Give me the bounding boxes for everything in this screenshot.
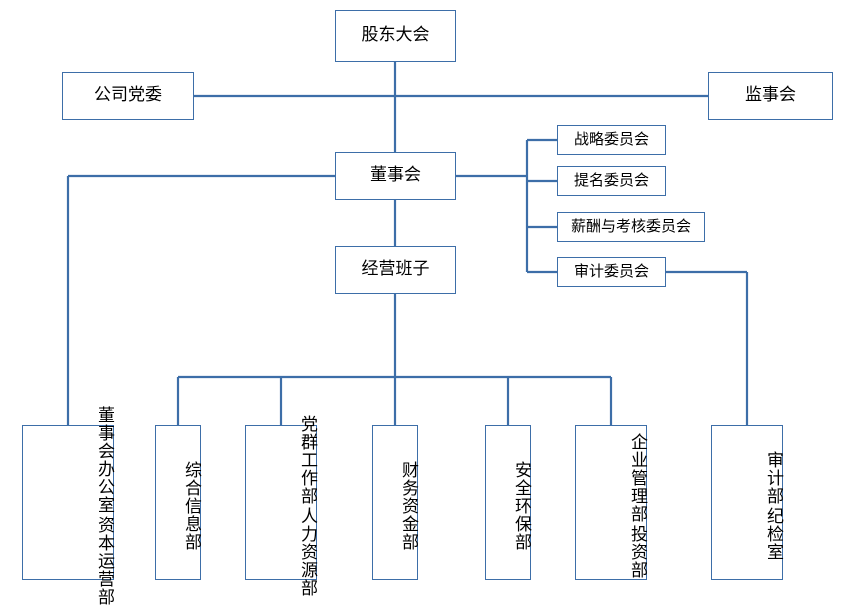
node-shareholders[interactable]: 股东大会 xyxy=(335,10,456,62)
node-committee-audit[interactable]: 审计委员会 xyxy=(557,257,666,287)
node-dept-finance-label: 财务资金部 xyxy=(398,460,418,551)
node-dept-enterprise-mgmt-investment[interactable]: 企业管理部 投资部 xyxy=(575,425,647,580)
node-dept-general-info[interactable]: 综合信息部 xyxy=(155,425,201,580)
node-dept-hr-label: 人力资源部 xyxy=(297,506,317,597)
node-committee-compensation[interactable]: 薪酬与考核委员会 xyxy=(557,212,705,242)
node-committee-audit-label: 审计委员会 xyxy=(573,262,649,281)
node-management-label: 经营班子 xyxy=(361,259,430,280)
node-dept-party-work-hr[interactable]: 党群工作部 人力资源部 xyxy=(245,415,317,597)
node-dept-audit-discipline[interactable]: 审计部 纪检室 xyxy=(711,425,783,580)
org-chart-canvas: 股东大会 公司党委 监事会 董事会 经营班子 战略委员会 提名委员会 薪酬与考核… xyxy=(22,10,833,606)
node-dept-investment-label: 投资部 xyxy=(627,524,647,579)
node-dept-board-office-capital[interactable]: 董事会办公室 资本运营部 xyxy=(22,406,114,606)
node-shareholders-label: 股东大会 xyxy=(361,25,430,46)
node-party-committee-label: 公司党委 xyxy=(94,85,162,106)
node-dept-audit-office-label: 审计部 xyxy=(763,450,783,505)
node-supervisory-board-label: 监事会 xyxy=(745,85,796,106)
node-dept-party-work-label: 党群工作部 xyxy=(297,414,317,505)
node-dept-safety-env-label: 安全环保部 xyxy=(511,460,531,551)
node-board[interactable]: 董事会 xyxy=(335,152,456,200)
node-committee-strategy[interactable]: 战略委员会 xyxy=(557,125,666,155)
node-dept-discipline-label: 纪检室 xyxy=(763,506,783,561)
node-committee-compensation-label: 薪酬与考核委员会 xyxy=(570,217,691,236)
node-dept-enterprise-mgmt-label: 企业管理部 xyxy=(627,432,647,523)
node-dept-board-office-label: 董事会办公室 xyxy=(94,405,114,514)
node-dept-safety-env[interactable]: 安全环保部 xyxy=(485,425,531,580)
node-supervisory-board[interactable]: 监事会 xyxy=(708,72,833,120)
node-committee-strategy-label: 战略委员会 xyxy=(573,130,649,149)
node-board-label: 董事会 xyxy=(370,165,421,186)
node-committee-nomination-label: 提名委员会 xyxy=(573,171,649,190)
node-dept-general-info-label: 综合信息部 xyxy=(181,460,201,551)
node-dept-finance[interactable]: 财务资金部 xyxy=(372,425,418,580)
node-committee-nomination[interactable]: 提名委员会 xyxy=(557,166,666,196)
node-party-committee[interactable]: 公司党委 xyxy=(62,72,194,120)
node-management[interactable]: 经营班子 xyxy=(335,246,456,294)
node-dept-capital-label: 资本运营部 xyxy=(94,515,114,606)
